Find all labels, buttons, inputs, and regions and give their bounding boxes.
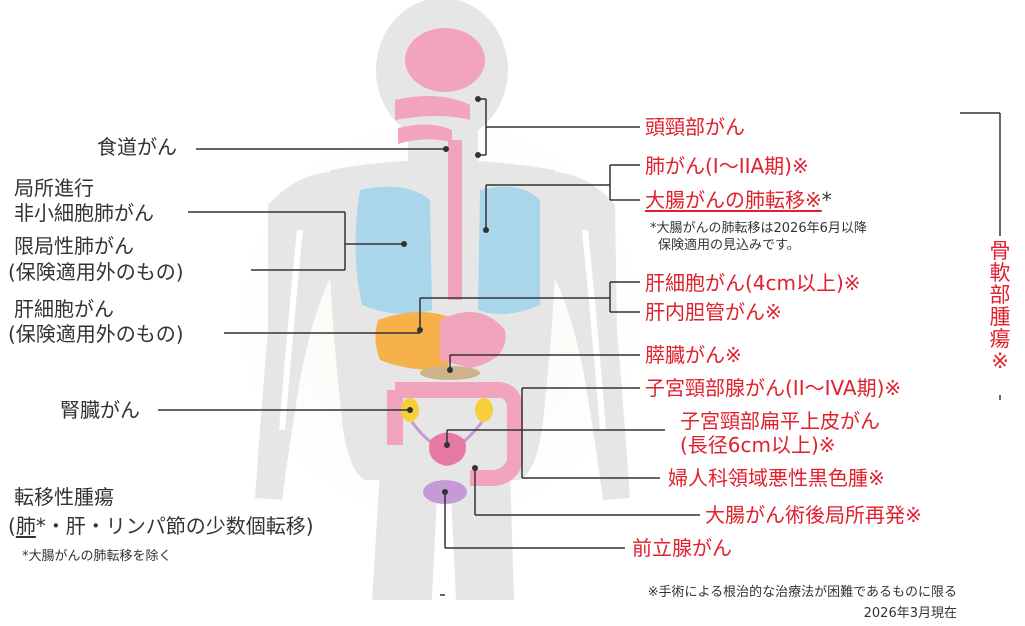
label-pancreas: 膵臓がん※ [645, 343, 742, 367]
label-cervical-squamous-line2: (長径6cm以上)※ [680, 433, 836, 457]
footnote-surgery: ※手術による根治的な治療法が困難であるものに限る [647, 585, 957, 600]
label-metastatic-line2: (肺*・肝・リンパ節の少数個転移) [8, 514, 314, 538]
label-kidney: 腎臓がん [60, 398, 140, 422]
label-head-neck: 頭頸部がん [645, 115, 745, 139]
label-lung: 肺がん(I〜IIA期)※ [645, 154, 809, 178]
liver [375, 311, 452, 371]
bracket-char: 骨 [989, 239, 1011, 263]
metastatic-note: *大腸がんの肺転移を除く [22, 549, 172, 564]
label-colorectal-recurrence: 大腸がん術後局所再発※ [705, 503, 922, 527]
label-cervical-adeno: 子宮頸部腺がん(II〜IVA期)※ [645, 376, 902, 400]
oral-cavity [398, 124, 452, 144]
leader-dots [401, 96, 489, 495]
bracket-char: 瘍 [989, 327, 1011, 352]
label-sclc-line2: (保険適用外のもの) [8, 260, 184, 284]
left-lung [355, 186, 432, 314]
bracket-label-bone-soft-tissue: 骨 軟 部 腫 瘍 ※ [988, 240, 1012, 372]
meta-rest: *・肝・リンパ節の少数個転移) [35, 514, 314, 538]
footnote-date: 2026年3月現在 [863, 606, 957, 621]
right-kidney [475, 398, 493, 422]
leader-lines [158, 98, 1001, 596]
right-lung [478, 186, 540, 314]
label-hcc-right: 肝細胞がん(4cm以上)※ [645, 271, 861, 295]
label-colorectal-lung-meta: 大腸がんの肺転移※* [645, 188, 832, 212]
meta-prefix: ( [8, 514, 16, 538]
label-melanoma: 婦人科領域悪性黒色腫※ [668, 466, 885, 490]
bracket-char: ※ [991, 349, 1009, 374]
esophagus [448, 140, 462, 300]
body-outline [279, 229, 606, 431]
meta-lung: 肺 [15, 514, 36, 538]
colorectal-lung-meta-text: 大腸がんの肺転移※ [645, 188, 822, 212]
colon [395, 382, 523, 486]
uterus [429, 432, 466, 466]
insurance-note-line1: *大腸がんの肺転移は2026年6月以降 [650, 221, 867, 236]
colorectal-lung-meta-star: * [821, 188, 832, 212]
label-nsclc-line2: 非小細胞肺がん [14, 201, 154, 225]
insurance-note-line2: 保険適用の見込みです。 [658, 238, 800, 253]
brain [405, 28, 485, 92]
label-metastatic-line1: 転移性腫瘍 [14, 485, 114, 509]
label-hcc-line1: 肝細胞がん [14, 297, 114, 321]
label-hcc-line2: (保険適用外のもの) [8, 322, 184, 346]
label-prostate: 前立腺がん [632, 536, 732, 560]
label-nsclc-line1: 局所進行 [14, 176, 94, 200]
label-esophagus: 食道がん [97, 135, 177, 159]
nasal-cavity [395, 96, 470, 120]
label-cervical-squamous-line1: 子宮頸部扁平上皮がん [680, 409, 880, 433]
label-bile-duct: 肝内胆管がん※ [645, 300, 782, 324]
label-sclc-line1: 限局性肺がん [14, 234, 134, 258]
bracket-char: 部 [989, 283, 1011, 308]
bracket-char: 軟 [989, 261, 1011, 286]
bracket-char: 腫 [989, 305, 1011, 330]
stomach [440, 312, 506, 368]
